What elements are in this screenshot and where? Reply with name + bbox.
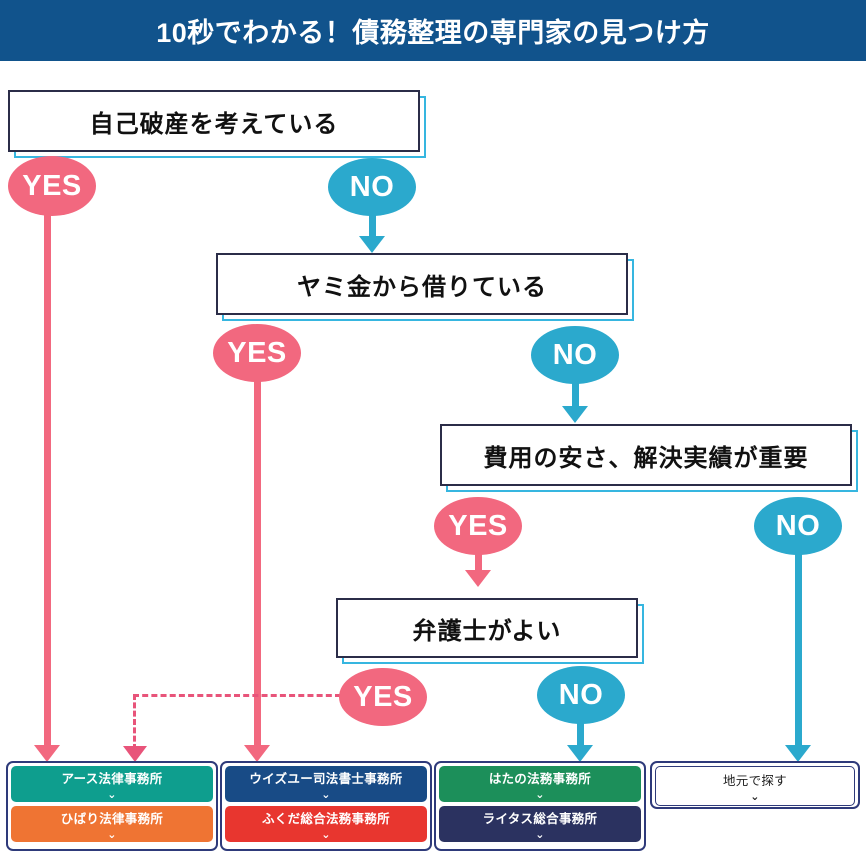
question-box-1-face: 自己破産を考えている	[8, 90, 420, 152]
connector-q3-yes-arrowhead	[465, 570, 491, 587]
branch-label-q1-yes: YES	[8, 156, 96, 216]
question-box-3: 費用の安さ、解決実績が重要	[440, 424, 858, 492]
question-box-3-text: 費用の安さ、解決実績が重要	[483, 444, 809, 472]
question-box-2: ヤミ金から借りている	[216, 253, 634, 321]
result-button-raitasu-general-office[interactable]: ライタス総合事務所 ⌄	[439, 806, 641, 842]
branch-label-q1-no: NO	[328, 158, 416, 216]
connector-q2-yes-arrowhead	[244, 745, 270, 762]
connector-q3-no-line	[795, 544, 802, 752]
result-button-fukuda-legal-office-label: ふくだ総合法務事務所	[261, 811, 390, 826]
connector-q1-no-line	[369, 200, 376, 242]
result-button-hibari-law-office[interactable]: ひばり法律事務所 ⌄	[11, 806, 213, 842]
connector-q4-yes-dashed-vertical	[133, 694, 136, 750]
branch-label-q3-yes-text: YES	[448, 509, 508, 542]
result-button-withyou-judicial-scrivener[interactable]: ウイズユー司法書士事務所 ⌄	[225, 766, 427, 802]
connector-q4-yes-arrowhead	[123, 746, 147, 762]
result-button-raitasu-general-office-label: ライタス総合事務所	[482, 811, 598, 826]
page-header: 10秒でわかる！債務整理の専門家の見つけ方	[0, 0, 866, 61]
branch-label-q1-yes-text: YES	[22, 169, 82, 202]
result-button-hatano-legal-office-label: はたの法務事務所	[488, 771, 592, 786]
connector-q4-yes-dashed-horizontal	[133, 694, 341, 697]
result-button-hatano-legal-office[interactable]: はたの法務事務所 ⌄	[439, 766, 641, 802]
page-title: 10秒でわかる！債務整理の専門家の見つけ方	[156, 18, 710, 48]
branch-label-q3-yes: YES	[434, 497, 522, 555]
connector-q3-yes-line	[475, 540, 482, 575]
question-box-4-face: 弁護士がよい	[336, 598, 638, 658]
result-column-1: アース法律事務所 ⌄ ひばり法律事務所 ⌄	[6, 761, 218, 851]
branch-label-q2-no-text: NO	[552, 338, 598, 371]
chevron-down-icon: ⌄	[107, 828, 117, 841]
question-box-1-text: 自己破産を考えている	[89, 110, 339, 138]
chevron-down-icon: ⌄	[107, 788, 117, 801]
branch-label-q3-no: NO	[754, 497, 842, 555]
question-box-2-face: ヤミ金から借りている	[216, 253, 628, 315]
connector-q2-yes-line	[254, 362, 261, 752]
chevron-down-icon: ⌄	[535, 828, 545, 841]
branch-label-q2-no: NO	[531, 326, 619, 384]
branch-label-q2-yes: YES	[213, 324, 301, 382]
result-button-fukuda-legal-office[interactable]: ふくだ総合法務事務所 ⌄	[225, 806, 427, 842]
branch-label-q4-yes: YES	[339, 668, 427, 726]
result-column-2: ウイズユー司法書士事務所 ⌄ ふくだ総合法務事務所 ⌄	[220, 761, 432, 851]
connector-q1-no-arrowhead	[359, 236, 385, 253]
chevron-down-icon: ⌄	[535, 788, 545, 801]
question-box-3-face: 費用の安さ、解決実績が重要	[440, 424, 852, 486]
connector-q1-yes-line	[44, 196, 51, 752]
result-button-search-local[interactable]: 地元で探す ⌄	[655, 766, 855, 806]
result-button-earth-law-office-label: アース法律事務所	[61, 771, 163, 786]
connector-q3-no-arrowhead	[785, 745, 811, 762]
connector-q2-no-line	[572, 370, 579, 412]
result-button-withyou-judicial-scrivener-label: ウイズユー司法書士事務所	[249, 771, 403, 786]
connector-q4-no-line	[577, 715, 584, 752]
branch-label-q2-yes-text: YES	[227, 336, 287, 369]
connector-q2-no-arrowhead	[562, 406, 588, 423]
connector-q4-no-arrowhead	[567, 745, 593, 762]
branch-label-q4-yes-text: YES	[353, 680, 413, 713]
chevron-down-icon: ⌄	[321, 788, 331, 801]
question-box-1: 自己破産を考えている	[8, 90, 426, 158]
question-box-4: 弁護士がよい	[336, 598, 644, 664]
question-box-4-text: 弁護士がよい	[412, 617, 562, 645]
result-button-earth-law-office[interactable]: アース法律事務所 ⌄	[11, 766, 213, 802]
branch-label-q4-no: NO	[537, 666, 625, 724]
branch-label-q1-no-text: NO	[349, 170, 395, 203]
branch-label-q3-no-text: NO	[775, 509, 821, 542]
result-column-3: はたの法務事務所 ⌄ ライタス総合事務所 ⌄	[434, 761, 646, 851]
branch-label-q4-no-text: NO	[558, 678, 604, 711]
chevron-down-icon: ⌄	[321, 828, 331, 841]
chevron-down-icon: ⌄	[750, 790, 760, 803]
result-button-search-local-label: 地元で探す	[722, 773, 787, 788]
result-column-4: 地元で探す ⌄	[650, 761, 860, 809]
question-box-2-text: ヤミ金から借りている	[297, 273, 547, 301]
result-button-hibari-law-office-label: ひばり法律事務所	[60, 811, 164, 826]
connector-q1-yes-arrowhead	[34, 745, 60, 762]
